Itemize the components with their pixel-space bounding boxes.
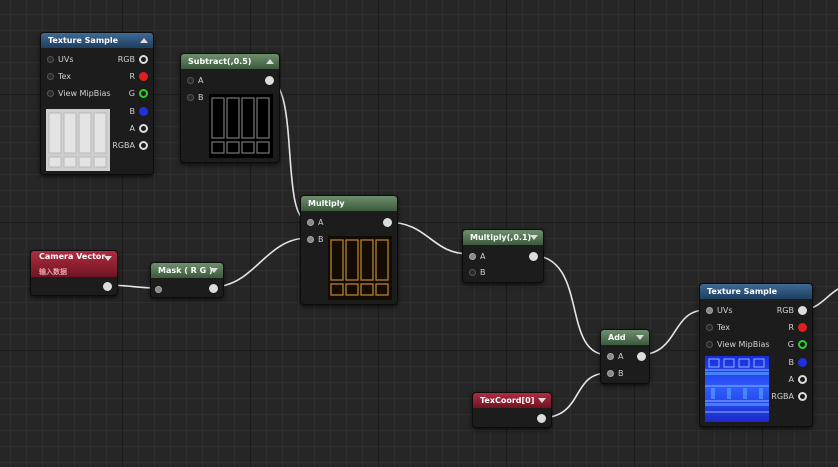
pin-b[interactable]: B	[789, 358, 808, 367]
multiply-01-node[interactable]: Multiply(,0.1) A B	[462, 229, 544, 283]
multiply-node[interactable]: Multiply A B	[300, 195, 398, 305]
collapse-arrow-icon[interactable]	[210, 268, 218, 273]
pin-rgb[interactable]: RGB	[777, 306, 808, 315]
wire-multiply01-to-add-a[interactable]	[529, 254, 609, 356]
wire-add-to-texture-uvs[interactable]	[637, 309, 707, 356]
pin-rgba[interactable]: RGBA	[112, 141, 148, 150]
pin-a[interactable]: A	[789, 375, 808, 384]
multiply-preview-thumbnail	[328, 236, 392, 300]
add-node[interactable]: Add A B	[600, 329, 650, 384]
collapse-arrow-icon[interactable]	[140, 38, 148, 43]
pin-r[interactable]: R	[129, 72, 148, 81]
collapse-arrow-icon[interactable]	[266, 59, 274, 64]
node-header[interactable]: Texture Sample	[41, 33, 153, 48]
subtract-preview-thumbnail	[209, 94, 273, 158]
wire-multiply-to-multiply01-a[interactable]	[385, 221, 471, 255]
texture-sample-node-2[interactable]: Texture Sample UVs Tex View MipBias RGB …	[699, 283, 813, 427]
pin-view-mipbias[interactable]: View MipBias	[47, 89, 111, 98]
collapse-arrow-icon[interactable]	[104, 256, 112, 261]
pin-tex[interactable]: Tex	[706, 323, 730, 332]
pin-g[interactable]: G	[129, 89, 149, 98]
texture-sample-node-1[interactable]: Texture Sample UVs Tex View MipBias RGB …	[40, 32, 154, 175]
texture-preview-thumbnail	[46, 109, 110, 171]
node-header[interactable]: Multiply(,0.1)	[463, 230, 543, 245]
collapse-arrow-icon[interactable]	[530, 235, 538, 240]
pin-g[interactable]: G	[788, 340, 808, 349]
pin-uvs[interactable]: UVs	[706, 306, 733, 315]
pin-rgba[interactable]: RGBA	[771, 392, 807, 401]
node-header[interactable]: Mask ( R G )	[151, 263, 223, 278]
node-header[interactable]: Multiply	[301, 196, 397, 211]
pin-b[interactable]: B	[187, 93, 204, 102]
pin-b[interactable]: B	[607, 369, 624, 378]
collapse-arrow-icon[interactable]	[538, 398, 546, 403]
texture-preview-thumbnail	[705, 356, 769, 422]
wire-mask-to-multiply-b[interactable]	[211, 237, 309, 288]
pin-b[interactable]: B	[469, 268, 486, 277]
node-header[interactable]: Subtract(,0.5)	[181, 54, 279, 69]
pin-rgb[interactable]: RGB	[118, 55, 149, 64]
pin-r[interactable]: R	[788, 323, 807, 332]
pin-uvs[interactable]: UVs	[47, 55, 74, 64]
pin-b[interactable]: B	[307, 235, 324, 244]
pin-view-mipbias[interactable]: View MipBias	[706, 340, 770, 349]
texcoord-node[interactable]: TexCoord[0]	[472, 392, 552, 428]
mask-node[interactable]: Mask ( R G )	[150, 262, 224, 298]
pin-a[interactable]: A	[607, 352, 623, 361]
node-header[interactable]: TexCoord[0]	[473, 393, 551, 408]
pin-a[interactable]: A	[307, 218, 323, 227]
pin-a[interactable]: A	[469, 252, 485, 261]
node-header[interactable]: Add	[601, 330, 649, 345]
pin-a[interactable]: A	[130, 124, 149, 133]
subtract-node[interactable]: Subtract(,0.5) A B	[180, 53, 280, 163]
pin-tex[interactable]: Tex	[47, 72, 71, 81]
pin-a[interactable]: A	[187, 76, 203, 85]
wire-texcoord-to-add-b[interactable]	[539, 372, 609, 419]
pin-b[interactable]: B	[130, 107, 149, 116]
node-header[interactable]: Texture Sample	[700, 284, 812, 299]
collapse-arrow-icon[interactable]	[636, 335, 644, 340]
